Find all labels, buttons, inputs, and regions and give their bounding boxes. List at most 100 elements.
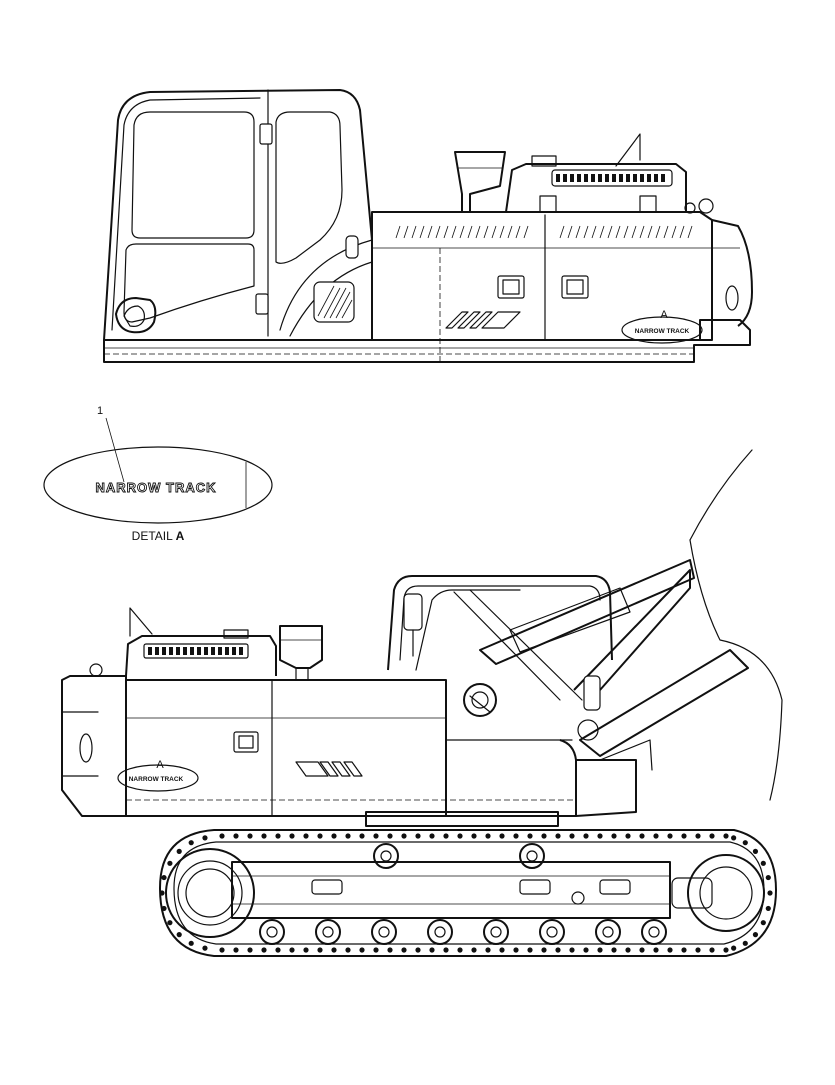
track-pin [161, 874, 167, 881]
track-pin [583, 947, 589, 953]
track-pin [597, 833, 603, 839]
track-pin [415, 947, 421, 953]
bottom-radiator-cover [125, 635, 277, 677]
track-pin [303, 947, 309, 953]
track-pin [765, 874, 771, 881]
track-pin [247, 947, 253, 953]
track-pin [443, 833, 449, 839]
track-pin [611, 833, 617, 839]
top-upper-structure-view: NARROW TRACK A [103, 89, 753, 363]
track-pin [513, 947, 519, 953]
bottom-cab-roof [387, 575, 613, 671]
track-pin [401, 833, 407, 839]
track-pin [625, 947, 631, 953]
track-pin [167, 860, 173, 866]
track-pin [219, 947, 225, 953]
track-pin [731, 945, 737, 951]
track-pin [760, 860, 766, 866]
track-pin [499, 947, 505, 953]
track-pin [373, 833, 379, 839]
track-pin [667, 947, 673, 953]
top-decal-oval [621, 316, 703, 344]
detail-a-oval [43, 446, 273, 524]
track-pin [765, 905, 771, 912]
track-pin [653, 947, 659, 953]
track-pin [373, 947, 379, 953]
track-pin [202, 835, 208, 841]
carrier-roller-right [519, 843, 545, 869]
track-pin [639, 833, 645, 839]
track-pin [275, 833, 281, 839]
bottom-decal-oval [117, 764, 199, 792]
track-pin [176, 932, 182, 938]
track-pin [513, 833, 519, 839]
track-pin [429, 833, 435, 839]
track-pin [723, 833, 729, 839]
top-cab-vent [313, 281, 355, 323]
track-pin [742, 840, 748, 846]
top-louvers-right [559, 225, 693, 239]
track-pin [331, 947, 337, 953]
track-pin [709, 833, 715, 839]
track-pin [541, 833, 547, 839]
top-door-hinge-upper [259, 123, 273, 145]
track-pin [667, 833, 673, 839]
track-pin [695, 947, 701, 953]
top-latch-right [561, 275, 589, 299]
track-pin [202, 945, 208, 951]
track-pin [233, 833, 239, 839]
track-pin [485, 833, 491, 839]
track-pin [485, 947, 491, 953]
boom-cylinder [579, 649, 749, 757]
boom-outline-curve [689, 539, 783, 801]
track-pin [752, 848, 759, 854]
track-pin [429, 947, 435, 953]
bottom-stripes [295, 761, 363, 777]
detail-a: NARROW TRACK 1 DETAIL A [43, 405, 273, 543]
top-mirror [115, 297, 157, 334]
track-pin [499, 833, 505, 839]
top-cab-lower-window [123, 243, 255, 323]
track-pin [555, 833, 561, 839]
bottom-detail-letter: A [156, 759, 164, 771]
track-pin [167, 920, 173, 926]
track-pin [415, 833, 421, 839]
track-pin [611, 947, 617, 953]
track-rollers [259, 919, 667, 945]
track-pin [742, 940, 748, 946]
top-deck [103, 319, 751, 363]
bottom-engine-housing [125, 679, 447, 817]
top-cab-outline [103, 89, 373, 341]
track-pin [625, 833, 631, 839]
carrier-roller-left [373, 843, 399, 869]
track-pin [188, 840, 194, 846]
boom-upper [479, 559, 695, 665]
track-pin [401, 947, 407, 953]
undercarriage [159, 829, 777, 957]
track-pin [457, 947, 463, 953]
track-pin [219, 833, 225, 839]
top-stripes [445, 311, 521, 329]
track-pin [653, 833, 659, 839]
boom-outline-top [689, 449, 753, 541]
track-pin [760, 920, 766, 926]
track-chain-outer [159, 829, 777, 957]
top-cab-door-window [275, 111, 343, 264]
track-pin [303, 833, 309, 839]
track-pin [289, 833, 295, 839]
track-pin [345, 833, 351, 839]
track-pin [681, 833, 687, 839]
track-pin [752, 932, 759, 938]
track-pin [359, 947, 365, 953]
track-pin [471, 947, 477, 953]
track-pin [317, 947, 323, 953]
detail-a-decal-text: NARROW TRACK [95, 480, 216, 495]
track-pin [709, 947, 715, 953]
item-leader-line [105, 417, 125, 483]
top-louvers-left [395, 225, 529, 239]
top-detail-letter: A [660, 309, 668, 321]
track-pin [527, 947, 533, 953]
boom-pivot [463, 683, 497, 717]
